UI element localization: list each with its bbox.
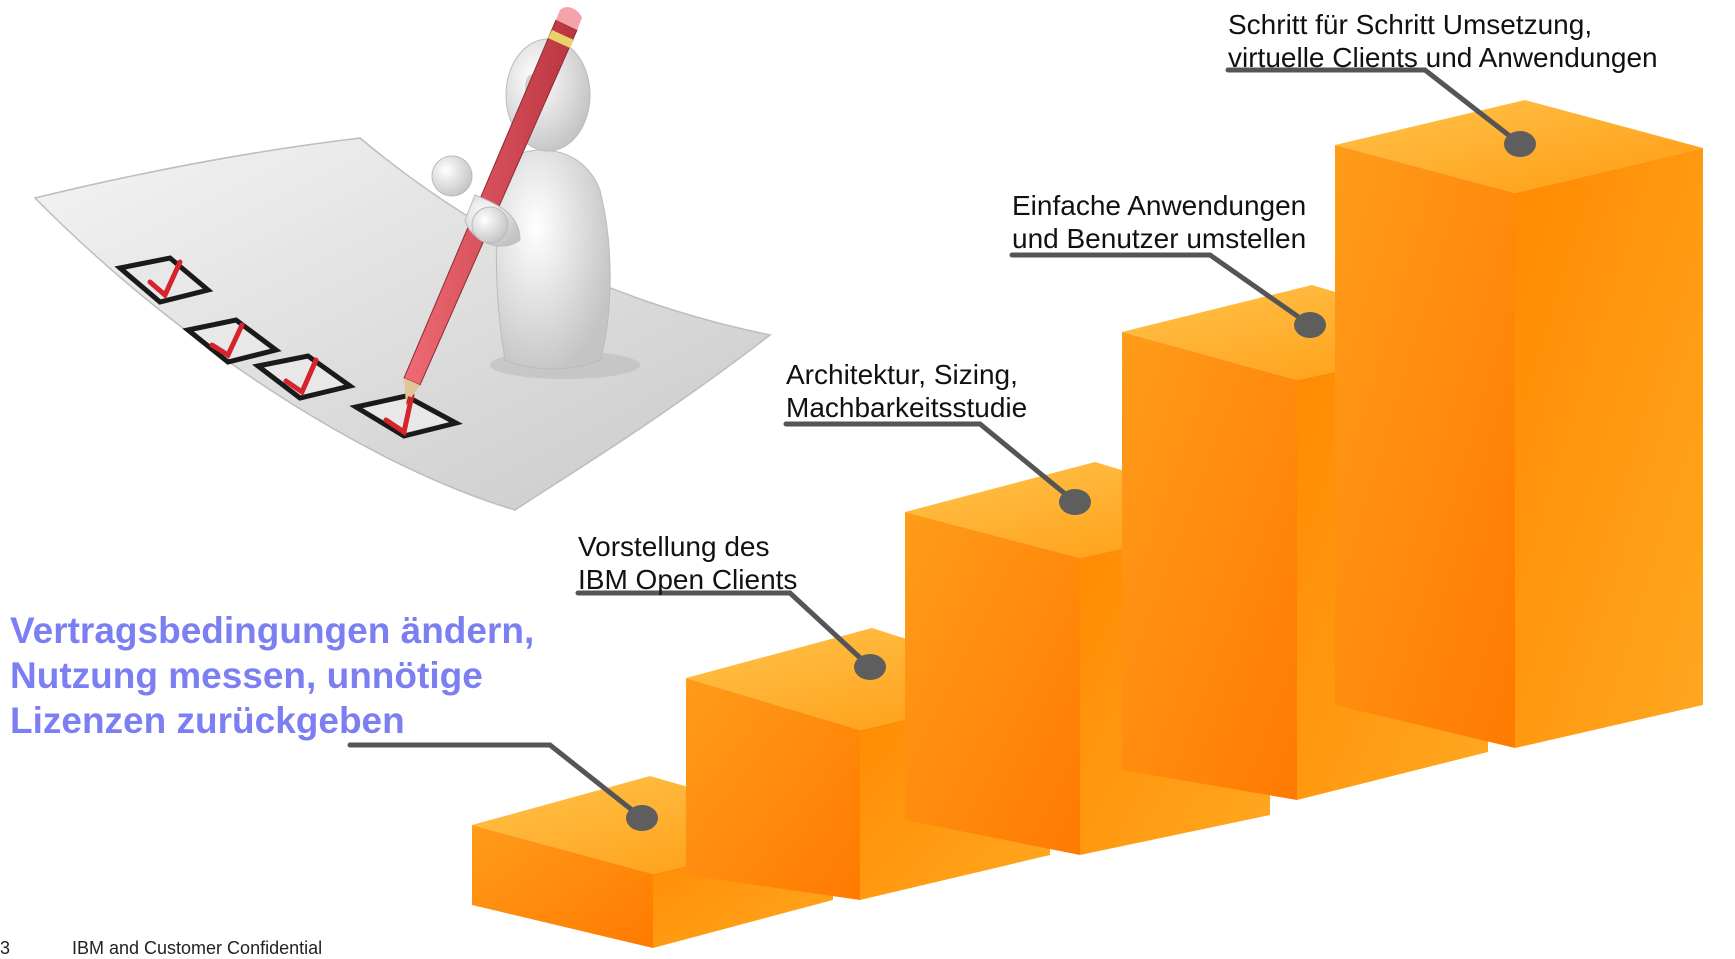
step-4-label-line-1: Einfache Anwendungen — [1012, 190, 1307, 221]
pin-step-3 — [1059, 489, 1091, 515]
checkmark-icon — [209, 322, 245, 359]
pin-step-4 — [1294, 312, 1326, 338]
step-5-label-line-1: Schritt für Schritt Umsetzung, — [1228, 9, 1593, 40]
step-1-label-line-2: Nutzung messen, unnötige — [10, 655, 483, 696]
checkbox-3 — [252, 353, 356, 401]
checkbox-2 — [182, 317, 282, 365]
pin-step-5 — [1504, 131, 1536, 157]
step-5-label-line-2: virtuelle Clients und Anwendungen — [1228, 42, 1658, 73]
step-2-label-line-1: Vorstellung des — [578, 531, 770, 562]
step-3-label-line-2: Machbarkeitsstudie — [786, 392, 1028, 423]
step-2-label: Vorstellung des IBM Open Clients — [578, 530, 797, 596]
step-1-label: Vertragsbedingungen ändern, Nutzung mess… — [10, 608, 534, 743]
step-3-label-line-1: Architektur, Sizing, — [786, 359, 1018, 390]
checkmark-icon — [147, 259, 183, 300]
footer-page-number: 3 — [0, 938, 11, 958]
pin-markers — [626, 131, 1536, 831]
leader-lines — [347, 67, 1523, 821]
checklist-paper-icon — [33, 137, 772, 511]
step-4-label: Einfache Anwendungen und Benutzer umstel… — [1012, 189, 1306, 255]
checkmark-icon — [283, 357, 319, 396]
step-3-label: Architektur, Sizing, Machbarkeitsstudie — [786, 358, 1027, 424]
checkbox-1 — [114, 255, 214, 305]
step-2-label-line-2: IBM Open Clients — [578, 564, 798, 595]
step-5-label: Schritt für Schritt Umsetzung, virtuelle… — [1228, 8, 1658, 74]
step-4-label-line-2: und Benutzer umstellen — [1012, 223, 1307, 254]
pin-step-1 — [626, 805, 658, 831]
step-1-label-line-3: Lizenzen zurückgeben — [10, 700, 405, 741]
checkmark-icon — [383, 392, 415, 437]
step-1-label-line-1: Vertragsbedingungen ändern, — [10, 610, 535, 651]
step-block-5 — [1335, 100, 1703, 748]
checkbox-4 — [349, 392, 463, 439]
figure-with-pencil-icon — [403, 7, 640, 405]
pin-step-2 — [854, 654, 886, 680]
footer-confidentiality: IBM and Customer Confidential — [72, 938, 323, 958]
